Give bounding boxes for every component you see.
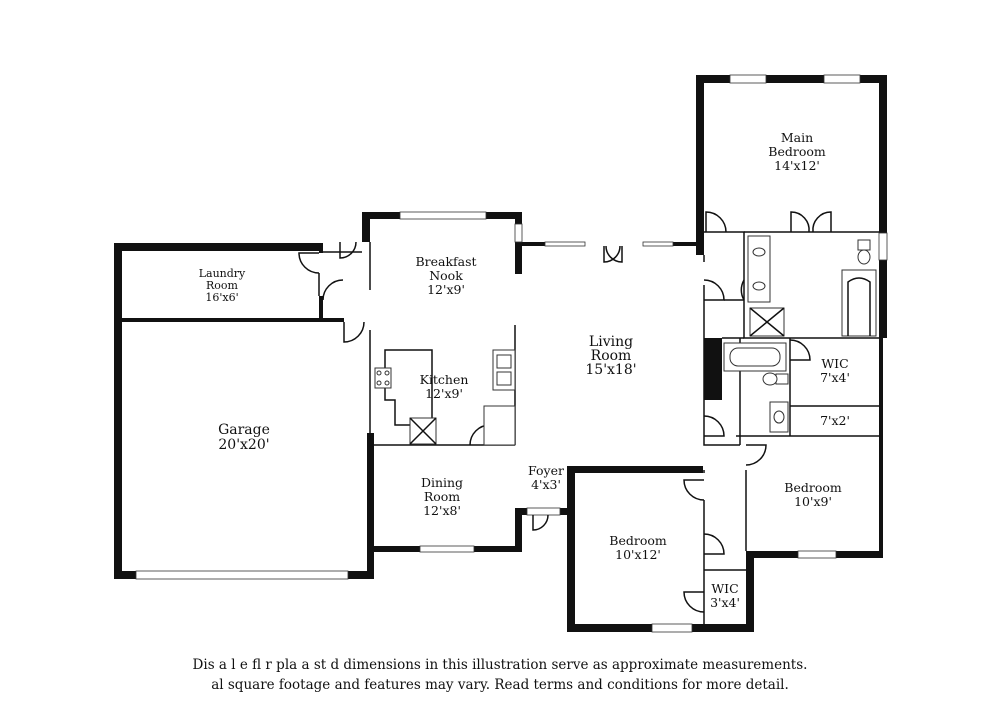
kitchen-fixtures <box>374 349 516 446</box>
room-dimensions: 12'x8' <box>423 503 461 518</box>
room-name: Room <box>591 348 632 364</box>
interior-walls <box>323 231 879 624</box>
room-dimensions: 4'x3' <box>531 477 561 492</box>
room-label-bedroom-3: Bedroom 10'x12' <box>609 533 667 562</box>
room-name: Nook <box>429 268 463 283</box>
door-swings <box>298 211 832 613</box>
disclaimer: Dis a l e fl r pla a st d dimensions in … <box>0 655 1000 695</box>
disclaimer-line-2: al square footage and features may vary.… <box>211 677 789 693</box>
room-label-living-room: Living Room 15'x18' <box>585 334 636 378</box>
room-dimensions: 12'x9' <box>425 386 463 401</box>
room-name: Dining <box>421 475 463 490</box>
room-dimensions: 12'x9' <box>427 282 465 297</box>
room-label-bedroom-2: Bedroom 10'x9' <box>784 480 842 509</box>
room-name: WIC <box>821 356 848 371</box>
room-name: Main <box>781 130 813 145</box>
room-label-kitchen: Kitchen 12'x9' <box>420 372 469 401</box>
room-name: Laundry <box>199 267 246 280</box>
room-dimensions: 16'x6' <box>205 291 238 304</box>
room-label-wic-small: WIC 3'x4' <box>710 581 740 610</box>
room-name: Bedroom <box>609 533 667 548</box>
room-name: Bedroom <box>768 144 826 159</box>
room-label-garage: Garage 20'x20' <box>218 422 270 453</box>
room-name: Room <box>424 489 460 504</box>
room-dimensions: 14'x12' <box>774 158 820 173</box>
room-dimensions: 10'x12' <box>615 547 661 562</box>
room-name: Kitchen <box>420 372 469 387</box>
room-dimensions: 10'x9' <box>794 494 832 509</box>
room-label-foyer: Foyer 4'x3' <box>528 463 564 492</box>
room-label-wic-main: WIC 7'x4' <box>820 356 850 385</box>
room-dimensions: 7'x2' <box>820 413 850 428</box>
room-dimensions: 15'x18' <box>585 362 636 378</box>
room-name: Room <box>206 279 239 292</box>
room-name: WIC <box>711 581 738 596</box>
room-name: Foyer <box>528 463 564 478</box>
room-name: Garage <box>218 422 270 438</box>
room-name: Breakfast <box>415 254 476 269</box>
room-label-closet: 7'x2' <box>820 413 850 428</box>
bath-fixtures <box>723 235 877 433</box>
room-name: Living <box>589 334 633 350</box>
room-dimensions: 7'x4' <box>820 370 850 385</box>
room-label-laundry-room: Laundry Room 16'x6' <box>199 267 246 304</box>
room-name: Bedroom <box>784 480 842 495</box>
room-label-dining-room: Dining Room 12'x8' <box>421 475 463 518</box>
room-dimensions: 20'x20' <box>218 437 269 453</box>
room-label-breakfast-nook: Breakfast Nook 12'x9' <box>415 254 476 297</box>
room-dimensions: 3'x4' <box>710 595 740 610</box>
windows <box>135 74 888 633</box>
disclaimer-line-1: Dis a l e fl r pla a st d dimensions in … <box>192 657 808 673</box>
room-label-main-bedroom: Main Bedroom 14'x12' <box>768 130 826 173</box>
